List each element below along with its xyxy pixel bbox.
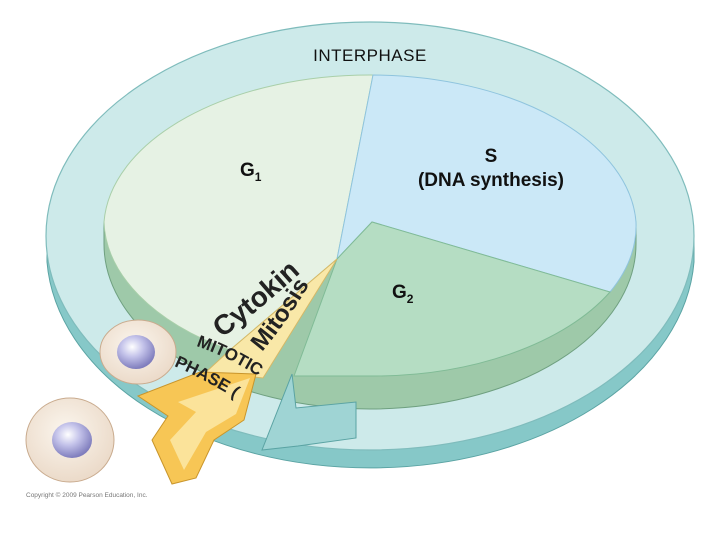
g2-label: G2 bbox=[392, 282, 414, 306]
g1-sector bbox=[103, 74, 374, 351]
interphase-label: INTERPHASE bbox=[313, 46, 427, 65]
ring-arrowhead bbox=[261, 373, 357, 451]
g2-sector bbox=[293, 221, 611, 377]
mitotic-arrow-highlight bbox=[170, 378, 250, 470]
nucleus-2 bbox=[52, 422, 92, 458]
s-phase-sector bbox=[336, 74, 637, 293]
copyright-text: Copyright © 2009 Pearson Education, Inc. bbox=[26, 491, 148, 499]
nucleus-1 bbox=[117, 335, 155, 369]
s-phase-label: S bbox=[485, 146, 498, 167]
daughter-cell-2 bbox=[25, 397, 115, 483]
g1-label: G1 bbox=[240, 160, 262, 184]
daughter-cell-1 bbox=[99, 319, 177, 385]
dna-synthesis-label: (DNA synthesis) bbox=[418, 170, 564, 191]
